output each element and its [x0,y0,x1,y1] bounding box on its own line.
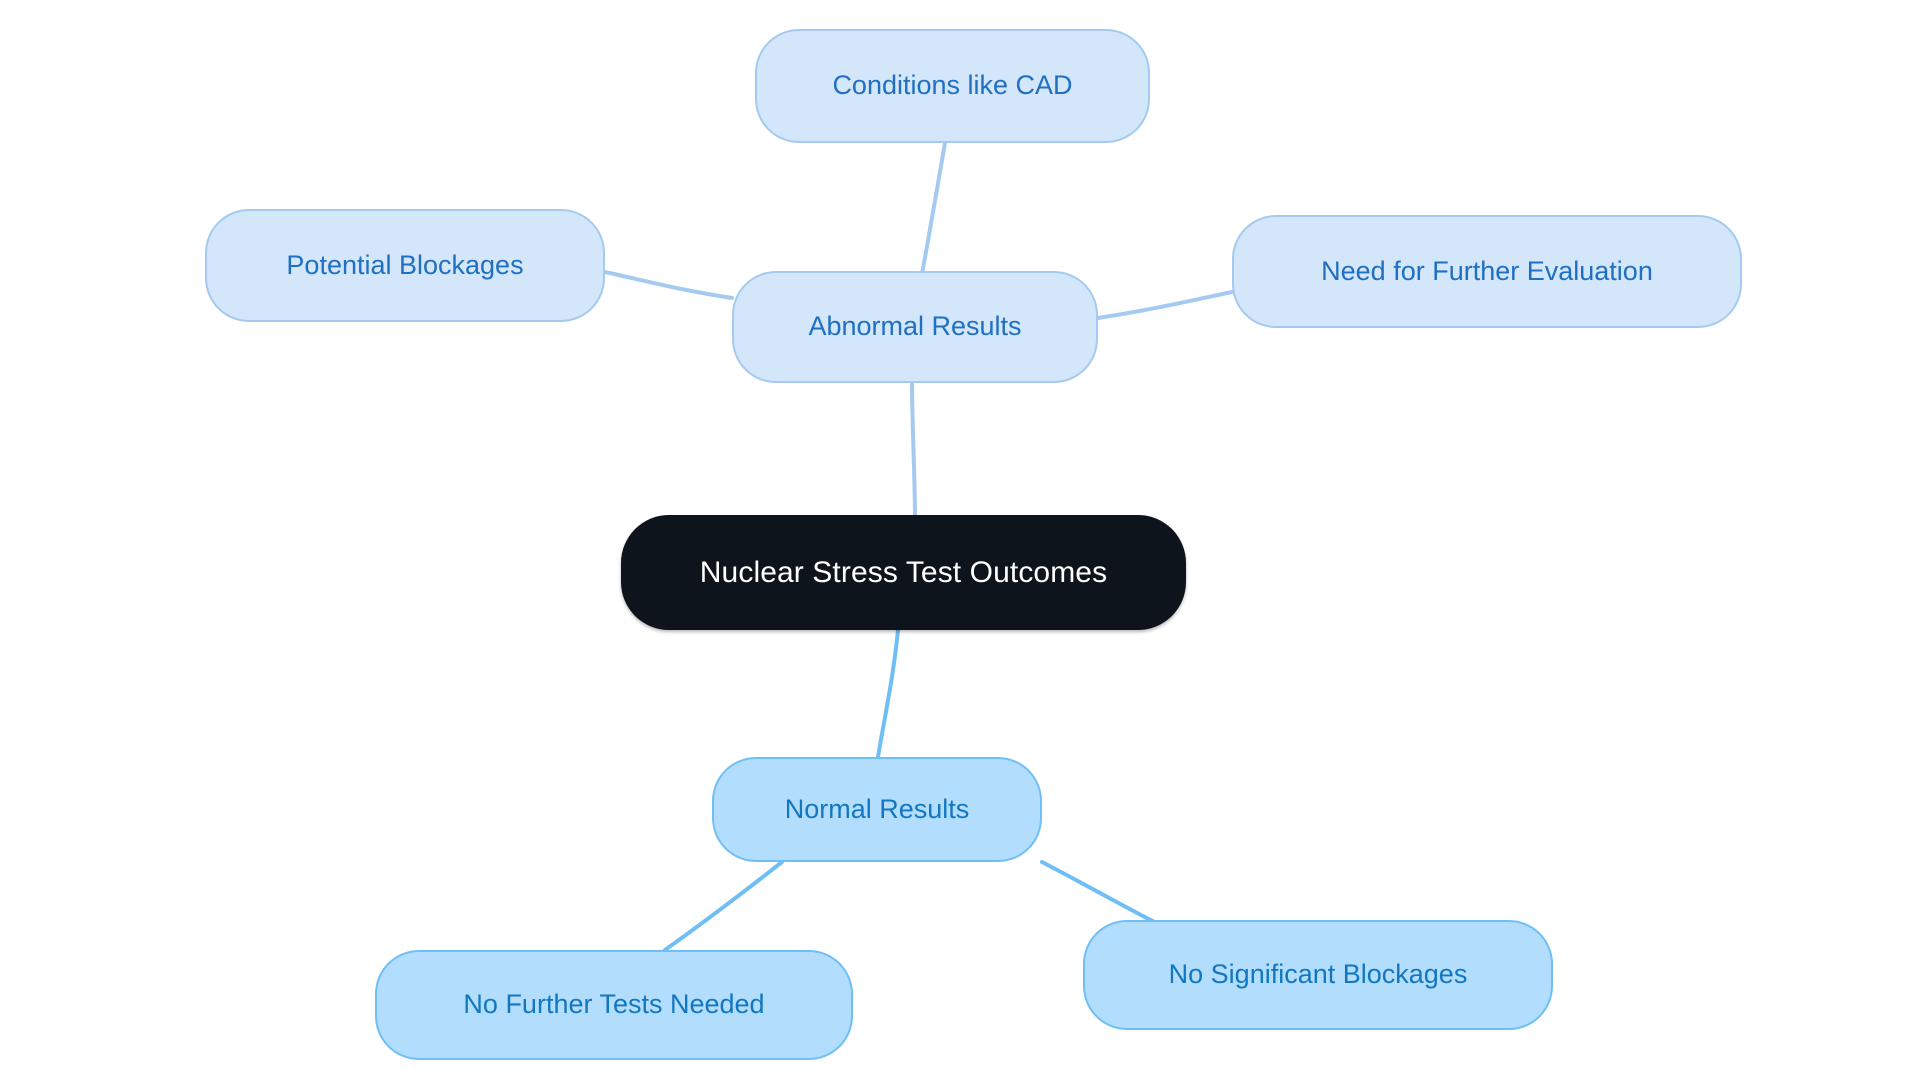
node-need-for-further-evaluation[interactable]: Need for Further Evaluation [1232,215,1742,328]
node-root[interactable]: Nuclear Stress Test Outcomes [621,515,1186,630]
node-need-for-further-evaluation-label: Need for Further Evaluation [1321,255,1653,286]
edge-abnormal-results-to-need-for-further-evaluation [1096,290,1234,320]
node-potential-blockages-label: Potential Blockages [286,249,524,280]
node-normal-results-label: Normal Results [784,793,970,824]
node-no-significant-blockages[interactable]: No Significant Blockages [1083,920,1553,1030]
node-abnormal-results[interactable]: Abnormal Results [732,271,1098,383]
node-potential-blockages[interactable]: Potential Blockages [205,209,605,322]
edge-root-to-normal-results [876,628,900,759]
edge-abnormal-results-to-potential-blockages [603,270,734,300]
node-no-further-tests-needed-label: No Further Tests Needed [463,989,765,1020]
node-no-significant-blockages-label: No Significant Blockages [1168,959,1468,990]
edge-normal-results-to-no-further-tests-needed [663,860,784,952]
node-conditions-like-cad[interactable]: Conditions like CAD [755,29,1150,143]
node-abnormal-results-label: Abnormal Results [808,311,1022,342]
edge-root-to-abnormal-results [910,381,917,520]
node-normal-results[interactable]: Normal Results [712,757,1042,862]
node-root-label: Nuclear Stress Test Outcomes [699,556,1108,589]
node-no-further-tests-needed[interactable]: No Further Tests Needed [375,950,853,1060]
edge-abnormal-results-to-conditions-like-cad [920,141,947,276]
node-conditions-like-cad-label: Conditions like CAD [832,70,1073,101]
